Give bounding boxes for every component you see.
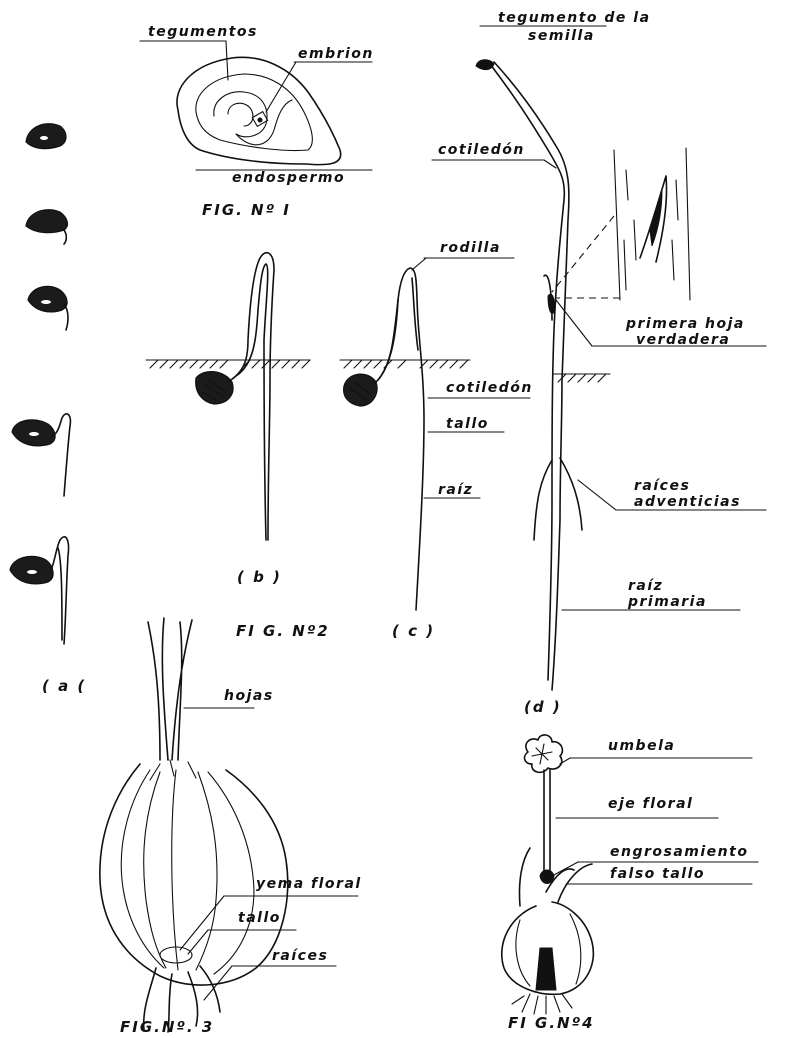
tegumentos-leader (226, 41, 228, 80)
label-raices-adv-1: raíces (634, 478, 690, 494)
label-engrosamiento: engrosamiento (610, 844, 748, 860)
roots-4 (512, 994, 572, 1014)
stage-a2-seed (26, 210, 67, 244)
stem-b-inner (236, 264, 268, 540)
stage-a5-seedling (10, 537, 69, 644)
inset-leaf-fill (650, 190, 662, 246)
bulb-scales (121, 770, 254, 974)
true-leaf-fill (548, 294, 555, 313)
bulb-outline (100, 764, 288, 985)
label-tegumento-semilla-2: semilla (528, 28, 595, 44)
soil-hatch-d (558, 374, 606, 382)
label-c: ( c ) (392, 622, 435, 640)
embrion-leader (266, 62, 296, 112)
label-hojas: hojas (224, 688, 274, 704)
adv-root-right (560, 458, 582, 530)
label-tegumentos: tegumentos (148, 24, 258, 40)
label-cotiledon-c: cotiledón (446, 380, 533, 396)
seedling-c: rodilla cotiledón tallo raíz ( c ) (340, 240, 533, 640)
seedling-d: tegumento de la semilla cotiledón primer… (432, 10, 766, 716)
bulb-4-center (536, 948, 556, 990)
label-endospermo: endospermo (232, 170, 345, 186)
leaves-4 (519, 848, 592, 906)
label-b: ( b ) (237, 568, 282, 586)
label-rodilla: rodilla (440, 240, 501, 256)
umbel-florets (532, 744, 552, 764)
adventicias-leader (578, 480, 616, 510)
label-falso-tallo: falso tallo (610, 866, 705, 882)
stage-a1-seed (26, 124, 66, 149)
stem-c-inner (378, 300, 398, 380)
caption-fig4: FI G.Nº4 (508, 1014, 595, 1032)
label-umbela: umbela (608, 738, 675, 754)
label-raiz-c: raíz (438, 482, 473, 498)
seed-outline (177, 57, 341, 164)
bulb-neck (150, 760, 196, 780)
stage-a3-seed (28, 286, 68, 330)
caption-fig3: FIG.Nº. 3 (120, 1018, 214, 1036)
label-cotiledon-d: cotiledón (438, 142, 525, 158)
caption-fig1: FIG. Nº I (202, 201, 291, 219)
label-d: (d ) (524, 698, 562, 716)
stage-a4-seedling (12, 414, 70, 496)
seedling-b: ( b ) (146, 253, 310, 586)
primera-hoja-leader (556, 300, 592, 346)
embryo-spiral-inner (228, 103, 253, 126)
label-raices-3: raíces (272, 948, 328, 964)
label-tegumento-semilla-1: tegumento de la (498, 10, 651, 26)
label-primera-hoja-2: verdadera (636, 332, 730, 348)
label-tallo-3: tallo (238, 910, 281, 926)
label-embrion: embrion (298, 46, 374, 62)
rodilla-leader (412, 258, 426, 270)
label-raiz-prim-2: primaria (627, 594, 707, 610)
label-raiz-prim-1: raíz (628, 578, 663, 594)
seed-c (344, 374, 377, 406)
label-raices-adv-2: adventicias (634, 494, 741, 510)
bulb-leaves (148, 618, 192, 760)
soil-hatch-c (344, 360, 468, 368)
fig3-bulb: hojas yema floral tallo raíces FIG.Nº. 3 (100, 618, 362, 1036)
fig1-seed-section: tegumentos embrion endospermo FIG. Nº I (140, 24, 374, 219)
fig4-flowering-plant: umbela eje floral engrosamiento falso ta… (502, 735, 758, 1032)
label-eje-floral: eje floral (608, 796, 693, 812)
label-a: ( a ( (42, 677, 86, 695)
stem-c (374, 268, 424, 610)
label-tallo-c: tallo (446, 416, 489, 432)
soil-hatch-b (150, 360, 310, 368)
adv-root-left (534, 460, 552, 540)
caption-fig2: FI G. Nº2 (236, 622, 330, 640)
yema-leader (180, 896, 224, 950)
label-yema-floral: yema floral (256, 876, 362, 892)
stages-a: ( a ( (10, 124, 86, 695)
label-primera-hoja-1: primera hoja (625, 316, 745, 332)
embryo-dot (258, 118, 262, 122)
